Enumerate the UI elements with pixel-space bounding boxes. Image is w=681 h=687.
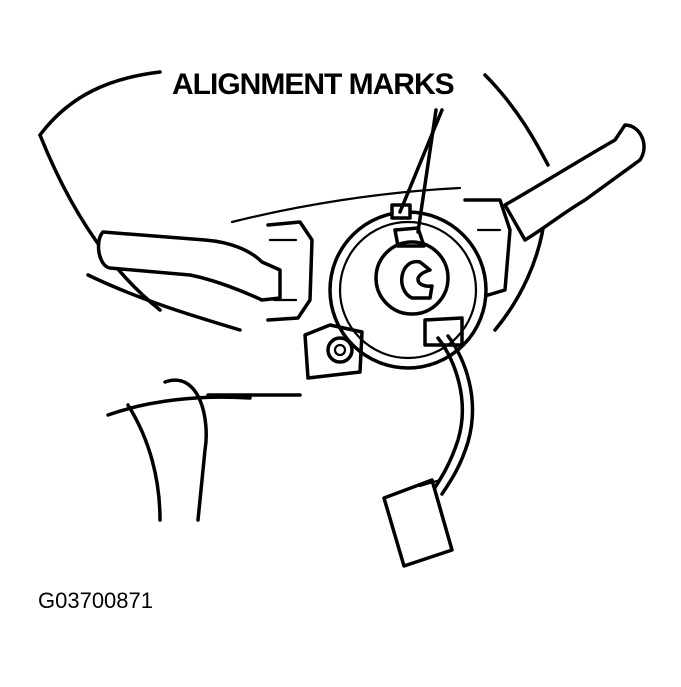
figure-id: G03700871 xyxy=(38,588,153,613)
left-switch-lever xyxy=(96,220,314,322)
right-switch-lever xyxy=(460,123,646,300)
wire-harness xyxy=(382,334,475,568)
alignment-marks-label: ALIGNMENT MARKS xyxy=(172,68,455,101)
clock-spring xyxy=(328,203,488,370)
callout-leaders xyxy=(398,108,444,234)
lower-housing xyxy=(126,378,302,522)
mounting-tab xyxy=(303,323,364,380)
